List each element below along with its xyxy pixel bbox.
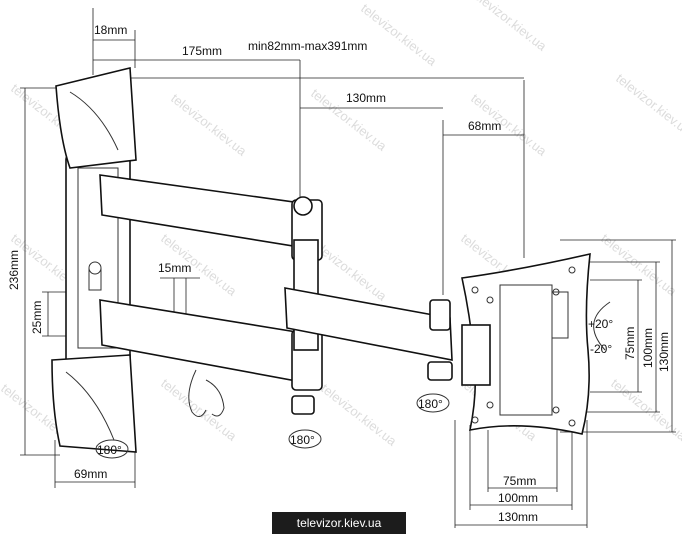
rotate-elbow-icon [288, 429, 322, 449]
dimension-labels: 18mm 175mm min82mm-max391mm 130mm 68mm 2… [7, 23, 671, 524]
tilt-up-label: +20° [588, 317, 613, 331]
dim-vesa-h-130: 130mm [498, 510, 538, 524]
dim-plate-offset: 68mm [468, 119, 501, 133]
cable-hook [188, 369, 225, 417]
watermark: televizor.kiev.ua [598, 231, 680, 300]
watermark: televizor.kiev.ua [168, 91, 250, 160]
rotation-markers [95, 301, 611, 459]
dimension-lines [20, 8, 676, 528]
site-label: televizor.kiev.ua [272, 512, 406, 534]
wall-plate [51, 66, 137, 453]
watermark: televizor.kiev.ua [468, 0, 550, 54]
dim-top-left-offset: 18mm [94, 23, 127, 37]
tilt-arc-icon [593, 301, 611, 351]
dim-vesa-h-100: 100mm [498, 491, 538, 505]
dim-base-width: 69mm [74, 467, 107, 481]
watermark: televizor.kiev.ua [318, 381, 400, 450]
watermark: televizor.kiev.ua [613, 71, 682, 140]
dim-vesa-v-100: 100mm [641, 328, 655, 368]
watermark: televizor.kiev.ua [608, 376, 682, 445]
dim-vesa-v-130: 130mm [657, 332, 671, 372]
dim-vesa-h-75: 75mm [503, 474, 536, 488]
dim-vesa-v-75: 75mm [623, 327, 637, 360]
watermark: televizor.kiev.ua [358, 1, 440, 70]
dim-arm-outer: 130mm [346, 91, 386, 105]
vesa-plate [461, 252, 591, 435]
rotate-head-icon [416, 393, 450, 413]
watermark: televizor.kiev.ua [158, 376, 240, 445]
dim-arm-gap: 25mm [30, 301, 44, 334]
rotate-elbow-label: 180° [290, 433, 315, 447]
dim-reach: min82mm-max391mm [248, 39, 367, 53]
tilt-down-label: -20° [590, 342, 612, 356]
dim-arm-thickness: 15mm [158, 261, 191, 275]
dim-arm-inner: 175mm [182, 44, 222, 58]
rotate-head-label: 180° [418, 397, 443, 411]
rotate-base-icon [95, 439, 129, 459]
outer-arm [284, 287, 453, 381]
dim-height-total: 236mm [7, 250, 21, 290]
rotate-base-label: 180° [97, 443, 122, 457]
